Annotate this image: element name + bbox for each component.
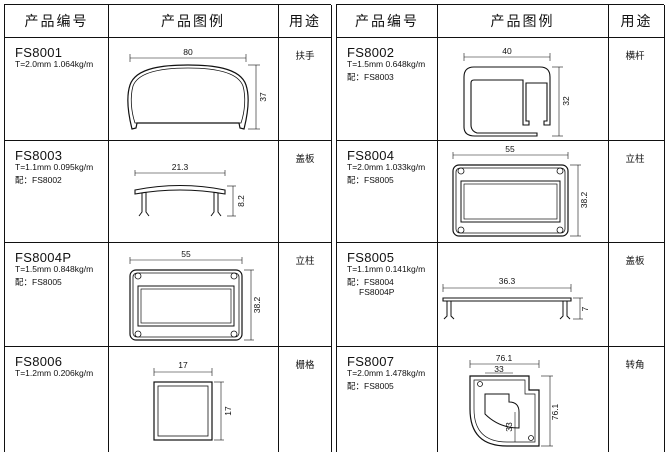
product-code: FS8003	[15, 148, 63, 163]
product-use: 盖板	[625, 256, 645, 267]
header-code: 产品编号	[24, 13, 89, 29]
header-code: 产品编号	[355, 13, 419, 29]
product-use: 横杆	[625, 51, 645, 62]
header-drawing: 产品图例	[161, 13, 225, 29]
dimension-label: 33	[504, 422, 514, 432]
dimension-label: 55	[181, 249, 191, 259]
profile-drawing-corner: 76.1 33 33 76.1	[469, 353, 560, 447]
mate-label: 配：	[347, 175, 365, 185]
product-code: FS8007	[347, 354, 395, 369]
header-use: 用途	[289, 13, 321, 29]
product-row: FS8007 T=2.0mm 1.478kg/m 配：FS8005 转角 76.…	[337, 346, 664, 453]
product-row: FS8004P T=1.5mm 0.848kg/m 配：FS8005 立柱 55…	[5, 242, 331, 347]
dimension-label: 33	[494, 364, 504, 374]
column-divider	[608, 5, 609, 452]
product-row: FS8005 T=1.1mm 0.141kg/m 配：FS8004 FS8004…	[337, 242, 664, 347]
product-mate: 配：FS8004	[347, 276, 394, 288]
mate-code: FS8005	[364, 175, 394, 185]
dimension-label: 76.1	[496, 353, 513, 363]
product-spec: T=1.5mm 0.648kg/m	[347, 59, 426, 69]
catalog-table-left: 产品编号 产品图例 用途 FS8001 T=2.0mm 1.064kg/m 扶手…	[4, 4, 332, 453]
table-edge	[664, 5, 665, 452]
product-mate: 配：FS8003	[347, 71, 394, 83]
profile-drawing-grid: 17 17	[153, 360, 233, 441]
product-code: FS8002	[347, 45, 395, 60]
product-use: 转角	[625, 360, 645, 371]
product-mate: 配：FS8005	[347, 174, 394, 186]
product-spec: T=1.1mm 0.095kg/m	[15, 162, 94, 172]
product-code: FS8005	[347, 250, 395, 265]
column-divider	[278, 5, 279, 452]
mate-code: FS8004	[364, 277, 394, 287]
dimension-label: 36.3	[499, 276, 516, 286]
mate-label: 配：	[347, 381, 365, 391]
dimension-label: 21.3	[172, 162, 189, 172]
product-use: 立柱	[295, 256, 315, 267]
product-code: FS8006	[15, 354, 63, 369]
dimension-label: 32	[561, 96, 571, 106]
dimension-label: 37	[258, 92, 268, 102]
product-spec: T=1.5mm 0.848kg/m	[15, 264, 94, 274]
header-use: 用途	[620, 13, 653, 29]
column-divider	[108, 5, 109, 452]
product-row: FS8003 T=1.1mm 0.095kg/m 配：FS8002 盖板 21.…	[5, 140, 331, 243]
product-row: FS8004 T=2.0mm 1.033kg/m 配：FS8005 立柱 55 …	[337, 140, 664, 243]
profile-drawing-post: 55 38.2	[129, 249, 262, 341]
product-mate: 配：FS8005	[347, 380, 394, 392]
product-mate: 配：FS8005	[15, 276, 62, 288]
product-row: FS8001 T=2.0mm 1.064kg/m 扶手 80 37	[5, 37, 331, 141]
product-code: FS8004P	[15, 250, 72, 265]
profile-drawing-cover: 36.3 7	[442, 276, 590, 320]
profile-drawing-cover: 21.3 8.2	[134, 162, 246, 217]
table-edge	[331, 5, 332, 452]
header-drawing: 产品图例	[490, 13, 555, 29]
product-spec: T=2.0mm 1.478kg/m	[347, 368, 426, 378]
product-spec: T=2.0mm 1.033kg/m	[347, 162, 426, 172]
mate-code: FS8005	[364, 381, 394, 391]
product-row: FS8002 T=1.5mm 0.648kg/m 配：FS8003 横杆 40 …	[337, 37, 664, 141]
product-use: 立柱	[625, 154, 645, 165]
dimension-label: 55	[505, 144, 515, 154]
mate-code: FS8003	[364, 72, 394, 82]
product-use: 盖板	[295, 154, 315, 165]
dimension-label: 76.1	[550, 403, 560, 420]
product-use: 栅格	[295, 360, 315, 371]
product-code: FS8001	[15, 45, 63, 60]
profile-drawing-handrail: 80 37	[127, 47, 268, 130]
profile-drawing-post: 55 38.2	[452, 144, 589, 237]
product-spec: T=1.1mm 0.141kg/m	[347, 264, 426, 274]
dimension-label: 80	[183, 47, 193, 57]
dimension-label: 17	[178, 360, 188, 370]
mate-label: 配：	[347, 277, 365, 287]
dimension-label: 40	[502, 46, 512, 56]
table-header: 产品编号 产品图例 用途	[337, 5, 664, 38]
dimension-label: 38.2	[252, 296, 262, 313]
profile-drawing-rail: 40 32	[463, 46, 571, 137]
column-divider	[437, 5, 438, 452]
mate-code: FS8002	[32, 175, 62, 185]
product-mate: 配：FS8002	[15, 174, 62, 186]
product-mate-second: FS8004P	[359, 287, 395, 297]
product-use: 扶手	[295, 51, 315, 62]
product-code: FS8004	[347, 148, 395, 163]
dimension-label: 17	[223, 406, 233, 416]
dimension-label: 7	[580, 306, 590, 311]
mate-label: 配：	[15, 277, 33, 287]
dimension-label: 38.2	[579, 191, 589, 208]
dimension-label: 8.2	[236, 195, 246, 207]
catalog-table-right: 产品编号 产品图例 用途 FS8002 T=1.5mm 0.648kg/m 配：…	[336, 4, 665, 453]
table-header: 产品编号 产品图例 用途	[5, 5, 331, 38]
mate-code: FS8005	[32, 277, 62, 287]
mate-label: 配：	[347, 72, 365, 82]
mate-label: 配：	[15, 175, 33, 185]
product-row: FS8006 T=1.2mm 0.206kg/m 栅格 17 17	[5, 346, 331, 453]
product-spec: T=2.0mm 1.064kg/m	[15, 59, 94, 69]
product-spec: T=1.2mm 0.206kg/m	[15, 368, 94, 378]
